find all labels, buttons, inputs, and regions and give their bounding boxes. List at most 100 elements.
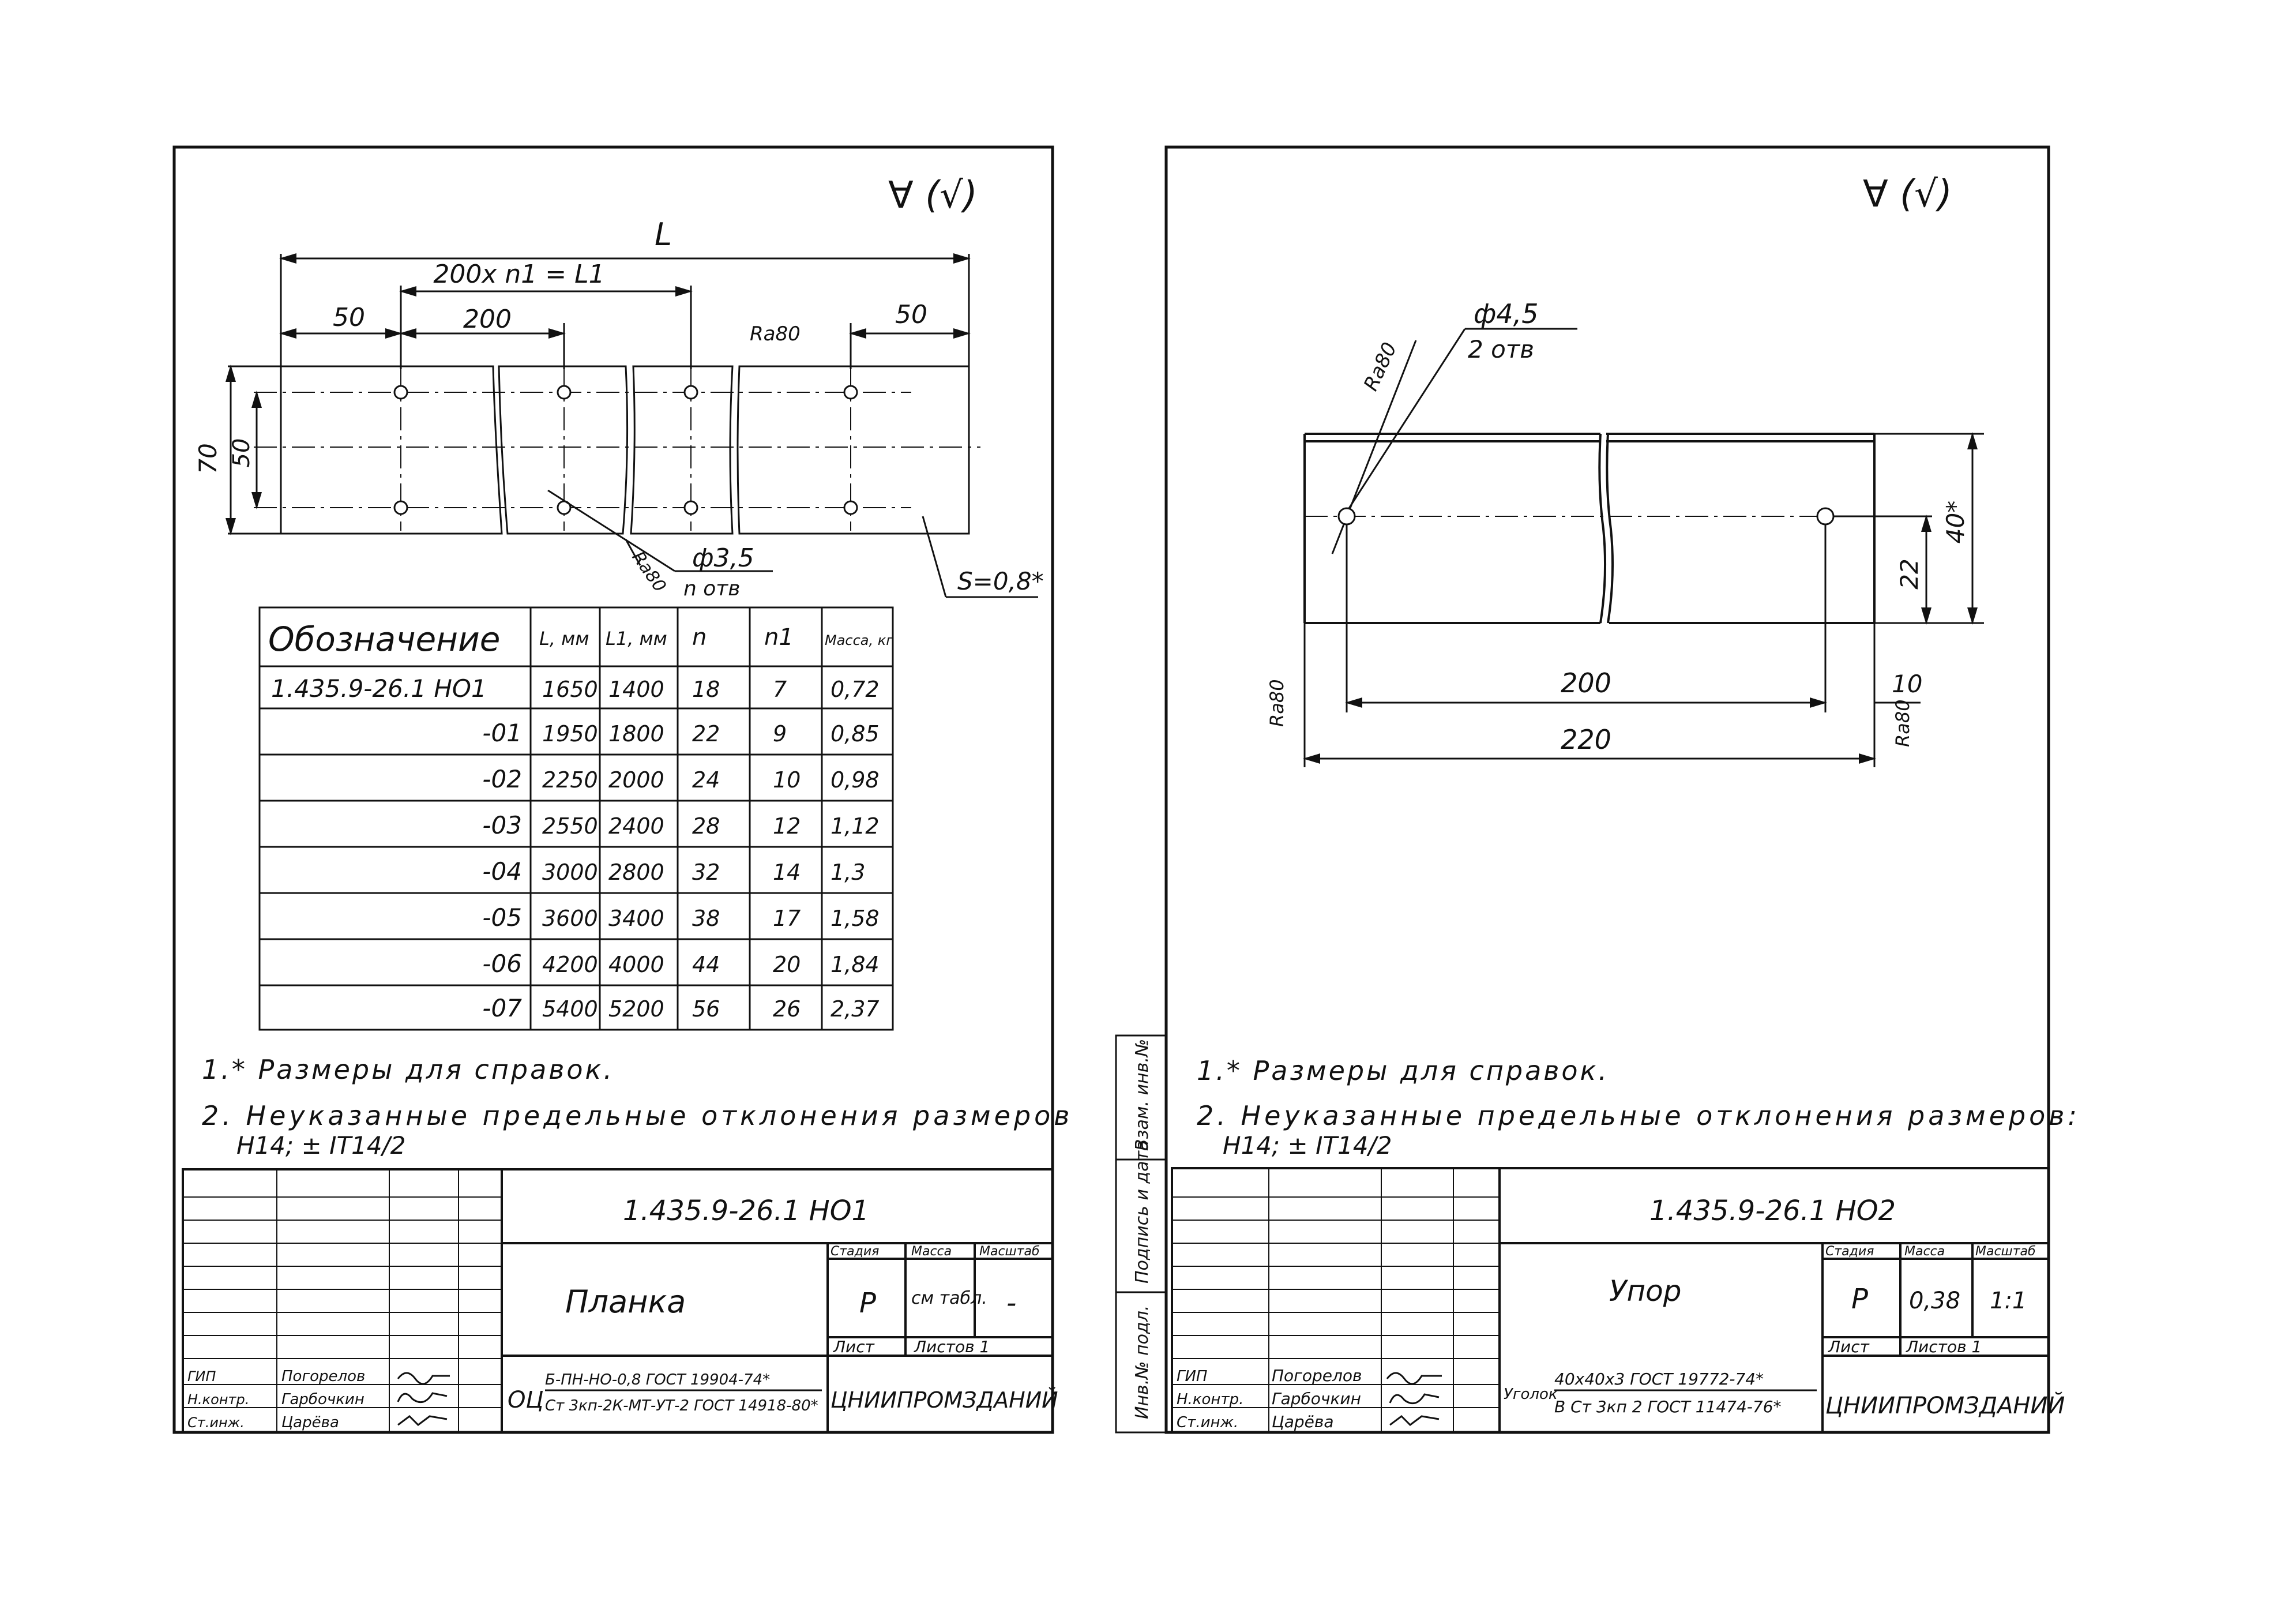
sheets-header: Листов 1 xyxy=(1906,1337,1982,1356)
ra-hole-label: Ra80 xyxy=(627,548,670,596)
staff-role: Н.контр. xyxy=(1177,1391,1243,1408)
scale-value: 1:1 xyxy=(1990,1288,2027,1314)
sheet-header: Лист xyxy=(1828,1337,1870,1356)
side-stamp-inv: Инв.№ подл. xyxy=(1132,1305,1152,1419)
table-cell: 1.435.9-26.1 НО1 xyxy=(271,674,487,703)
angle-holes xyxy=(1337,507,1835,526)
dim-height-40: 40* xyxy=(1941,501,1970,543)
table-cell: 3400 xyxy=(608,906,664,931)
staff-role: Ст.инж. xyxy=(1177,1414,1238,1431)
table-cell: 1950 xyxy=(542,721,598,746)
dim-length-200: 200 xyxy=(1561,667,1611,699)
th-designation: Обозначение xyxy=(268,620,500,659)
material-top: 40х40х3 ГОСТ 19772-74* xyxy=(1554,1370,1764,1389)
table-cell: 1,58 xyxy=(831,906,880,931)
dim-height-70: 70 xyxy=(194,443,222,474)
variants-table-header: Обозначение L, мм L1, мм n n1 Масса, кг xyxy=(268,620,893,659)
dim-left-50: 50 xyxy=(333,303,365,332)
hole-quantity: 2 отв xyxy=(1468,335,1534,363)
table-cell: 9 xyxy=(773,721,787,746)
staff-name: Погорелов xyxy=(281,1368,365,1385)
material-bottom: В Ст 3кп 2 ГОСТ 11474-76* xyxy=(1554,1397,1782,1416)
table-cell: 28 xyxy=(692,813,720,839)
roughness-symbol: ∀ (√) xyxy=(1863,173,1952,216)
material-bottom: Ст 3кп-2К-МТ-УТ-2 ГОСТ 14918-80* xyxy=(545,1397,818,1415)
side-stamp-signature: Подпись и дата xyxy=(1132,1140,1152,1284)
table-cell: 1,3 xyxy=(831,860,865,885)
table-cell: 2250 xyxy=(542,767,598,793)
staff-role: Ст.инж. xyxy=(187,1415,245,1431)
material-top: Б-ПН-НО-0,8 ГОСТ 19904-74* xyxy=(545,1371,770,1389)
material-prefix: Уголок xyxy=(1504,1386,1558,1403)
drawing-code: 1.435.9-26.1 НО1 xyxy=(623,1195,869,1227)
note-1: 1.* Размеры для справок. xyxy=(202,1054,614,1085)
dimension-L1 xyxy=(399,286,693,369)
table-cell: -01 xyxy=(482,719,522,747)
stage-header: Стадия xyxy=(831,1244,879,1259)
table-cell: 56 xyxy=(692,996,720,1022)
sheets-header: Листов 1 xyxy=(914,1337,990,1356)
title-block-1 xyxy=(182,1168,1054,1434)
table-cell: -05 xyxy=(482,903,522,932)
staff-name: Погорелов xyxy=(1272,1366,1362,1385)
table-cell: 2550 xyxy=(542,813,598,839)
table-cell: 12 xyxy=(773,813,801,839)
plate-strip xyxy=(280,365,970,535)
organization: ЦНИИПРОМЗДАНИЙ xyxy=(831,1387,1058,1413)
table-cell: 44 xyxy=(692,952,720,977)
stage-header: Стадия xyxy=(1825,1244,1874,1259)
table-cell: -04 xyxy=(482,857,522,886)
part-name: Планка xyxy=(565,1284,686,1320)
table-cell: 38 xyxy=(692,906,720,931)
table-cell: 10 xyxy=(773,767,801,793)
mass-value: см табл. xyxy=(911,1288,987,1308)
dim-right-50: 50 xyxy=(895,300,927,329)
organization: ЦНИИПРОМЗДАНИЙ xyxy=(1825,1391,2065,1419)
thickness-label: S=0,8* xyxy=(957,567,1044,595)
drawing-code: 1.435.9-26.1 НО2 xyxy=(1649,1195,1896,1227)
dim-height-50: 50 xyxy=(228,438,255,468)
sheet-header: Лист xyxy=(833,1337,875,1356)
table-cell: -07 xyxy=(482,994,522,1022)
signature-marks xyxy=(1386,1372,1442,1426)
table-cell: 4000 xyxy=(608,952,664,977)
angle-part xyxy=(1303,433,1876,624)
note-2: 2. Неуказанные предельные отклонения раз… xyxy=(1197,1100,2080,1131)
sheet-2-frame xyxy=(1164,145,2050,1434)
table-cell: 0,85 xyxy=(831,721,880,746)
staff-name: Гарбочкин xyxy=(281,1391,364,1408)
table-cell: 32 xyxy=(692,860,720,885)
table-cell: -03 xyxy=(482,811,522,839)
variants-table xyxy=(258,606,894,1031)
table-cell: 17 xyxy=(773,906,801,931)
table-cell: 5200 xyxy=(608,996,664,1022)
th-n: n xyxy=(692,624,707,651)
roughness-symbol: ∀ (√) xyxy=(888,174,978,217)
ra-right-label: Ra80 xyxy=(1892,699,1914,747)
table-cell: 0,98 xyxy=(831,767,880,793)
stage-value: Р xyxy=(859,1287,876,1319)
part-name: Упор xyxy=(1609,1274,1682,1308)
side-stamp xyxy=(1115,1034,1167,1434)
note-2: 2. Неуказанные предельные отклонения раз… xyxy=(202,1100,1073,1131)
th-L1: L1, мм xyxy=(606,628,667,650)
dim-height-22: 22 xyxy=(1895,558,1923,589)
title-block-2 xyxy=(1171,1167,2050,1434)
table-cell: 5400 xyxy=(542,996,598,1022)
table-cell: 1,84 xyxy=(831,952,880,977)
sheet-1: ∀ (√) L 200х n1 = L1 50 200 50 Ra80 xyxy=(172,145,1073,1434)
staff-name: Царёва xyxy=(1272,1412,1334,1431)
table-cell: 1800 xyxy=(608,721,664,746)
ra-top-label: Ra80 xyxy=(750,322,801,346)
dim-end-10: 10 xyxy=(1892,670,1922,698)
staff-name: Гарбочкин xyxy=(1272,1389,1361,1408)
table-cell: -06 xyxy=(482,950,522,978)
staff-role: ГИП xyxy=(1177,1368,1208,1385)
hole-quantity: n отв xyxy=(683,577,740,601)
thickness-leader xyxy=(922,516,1038,598)
hole-diameter: ф3,5 xyxy=(692,543,754,573)
dim-L1-label: 200х n1 = L1 xyxy=(433,260,604,289)
table-cell: 1,12 xyxy=(831,813,880,839)
table-cell: 2000 xyxy=(608,767,664,793)
